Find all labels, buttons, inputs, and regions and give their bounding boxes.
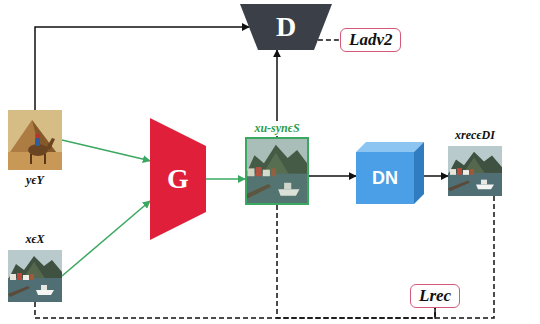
connector bbox=[206, 178, 245, 180]
trapezoid bbox=[240, 4, 332, 50]
image-caption-holder: xϵX bbox=[25, 232, 44, 247]
connector bbox=[62, 140, 150, 161]
camel-leg bbox=[44, 154, 46, 164]
connector bbox=[309, 175, 356, 177]
text-holder: D bbox=[240, 4, 332, 50]
reconstructed-image: xrecϵDI bbox=[448, 146, 502, 196]
node-label: D bbox=[276, 11, 296, 43]
generator-block: G bbox=[150, 118, 206, 240]
loss-label: Ladv2 bbox=[340, 28, 401, 52]
denoiser-block: DN bbox=[356, 142, 424, 204]
image-caption-holder: xrecϵDI bbox=[455, 128, 495, 143]
trapezoid bbox=[150, 118, 206, 240]
input-image: xϵX bbox=[8, 250, 62, 302]
node-label: Ladv2 bbox=[349, 30, 392, 49]
cube-top bbox=[356, 142, 424, 152]
text-holder: G bbox=[150, 118, 206, 240]
node-label: xrecϵDI bbox=[455, 128, 495, 142]
node-label: xu-synϵS bbox=[254, 121, 299, 135]
loss-label: Lrec bbox=[410, 284, 460, 308]
sky bbox=[8, 110, 62, 170]
pyramid-camel-image bbox=[8, 110, 62, 170]
cube-side bbox=[414, 142, 424, 204]
node-label: G bbox=[167, 163, 189, 195]
camel-leg bbox=[30, 154, 32, 164]
synthetic-image: xu-synϵS bbox=[245, 137, 309, 205]
connector bbox=[318, 39, 340, 41]
noise-tint bbox=[245, 137, 309, 205]
harbor-image bbox=[8, 250, 62, 302]
node-label: xϵX bbox=[25, 232, 44, 246]
image-caption-holder: yϵY bbox=[26, 173, 44, 188]
camel-neck bbox=[46, 138, 55, 150]
synthetic-harbor-image bbox=[245, 137, 309, 205]
reconstructed-harbor-image bbox=[448, 146, 502, 196]
cube-front bbox=[356, 152, 414, 204]
image-caption-holder: xu-synϵS bbox=[252, 121, 301, 136]
connector bbox=[62, 201, 150, 276]
connector bbox=[35, 302, 435, 318]
node-label: Lrec bbox=[419, 286, 451, 305]
input-image: yϵY bbox=[8, 110, 62, 170]
discriminator-block: D bbox=[240, 4, 332, 50]
text-holder: DN bbox=[356, 142, 424, 204]
node-label: DN bbox=[372, 168, 398, 189]
rider bbox=[35, 138, 40, 146]
rider-head bbox=[35, 134, 40, 139]
node-label: yϵY bbox=[26, 173, 44, 187]
connector bbox=[35, 27, 249, 110]
